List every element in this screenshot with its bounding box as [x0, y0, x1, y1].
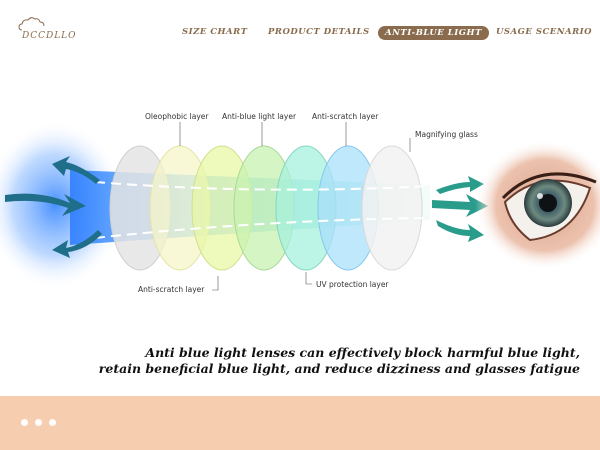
- brand-logo[interactable]: DCCDLLO: [18, 17, 77, 44]
- arrow-up-right-icon: [436, 176, 484, 194]
- dot-icon: [21, 419, 28, 426]
- incoming-light-arrows: [5, 156, 102, 258]
- nav-size-chart[interactable]: SIZE CHART: [182, 27, 248, 37]
- beam-edge-bottom: [94, 217, 431, 239]
- arrow-right-icon: [432, 194, 488, 217]
- label-leader-lines: [179, 122, 411, 291]
- dot-icon: [49, 419, 56, 426]
- lens-layers-diagram: [0, 120, 600, 291]
- lens-magnifying-glass: [361, 145, 423, 271]
- caption-line-1: Anti blue light lenses can effectively b…: [145, 345, 580, 360]
- nav-anti-blue-light[interactable]: ANTI-BLUE LIGHT: [378, 26, 489, 40]
- human-eye-illustration: [475, 140, 600, 270]
- beam-edge-top: [94, 181, 431, 191]
- label-anti-scratch-layer-bottom: Anti-scratch layer: [138, 285, 205, 294]
- arrow-down-right-icon: [436, 220, 484, 242]
- outgoing-light-arrows: [432, 176, 488, 242]
- nav-product-details[interactable]: PRODUCT DETAILS: [268, 27, 370, 37]
- eye-pupil: [539, 194, 557, 212]
- nav-usage-scenario[interactable]: USAGE SCENARIO: [496, 27, 593, 37]
- caption-line-2: retain beneficial blue light, and reduce…: [98, 361, 580, 376]
- top-navigation-bar: DCCDLLO SIZE CHART PRODUCT DETAILS ANTI-…: [0, 0, 600, 60]
- cloud-logo-icon: [18, 17, 45, 31]
- eyelashes: [501, 172, 597, 200]
- brand-name: DCCDLLO: [22, 31, 77, 41]
- label-oleophobic-layer: Oleophobic layer: [145, 112, 209, 121]
- label-anti-scratch-layer-top: Anti-scratch layer: [312, 112, 379, 121]
- label-uv-protection-layer: UV protection layer: [316, 280, 389, 289]
- arrow-down-left-icon: [52, 230, 102, 258]
- dot-icon: [35, 419, 42, 426]
- arrow-right-icon: [5, 193, 86, 216]
- eye-highlight: [537, 193, 543, 199]
- label-anti-blue-light-layer: Anti-blue light layer: [222, 112, 297, 121]
- label-magnifying-glass: Magnifying glass: [415, 130, 478, 139]
- arrow-up-left-icon: [52, 156, 100, 184]
- footer-band: [0, 396, 600, 450]
- lens-stack: [109, 145, 423, 271]
